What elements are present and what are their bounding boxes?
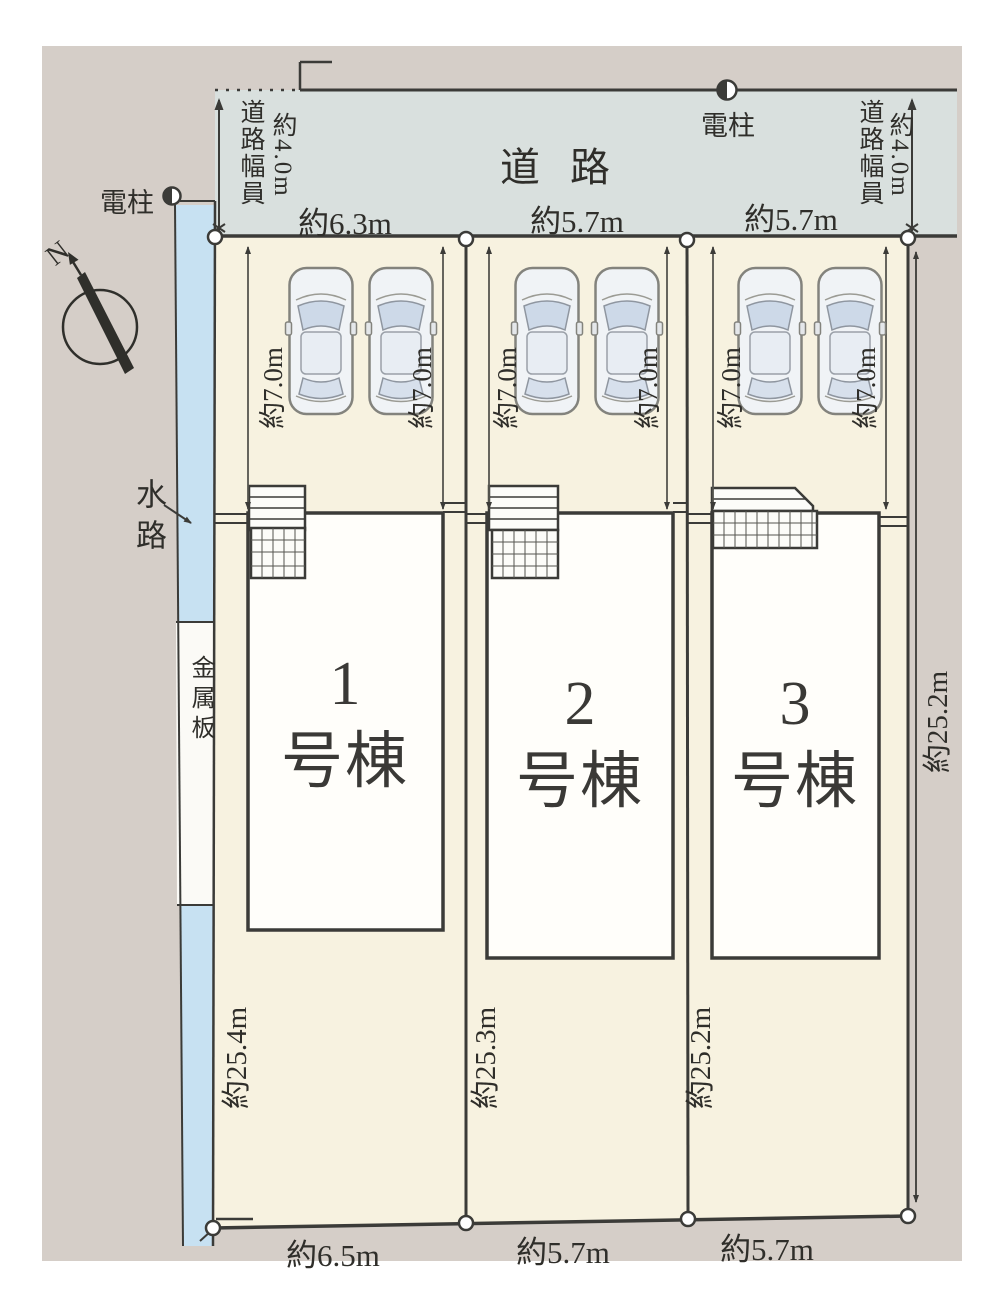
bottom-dimension-3: 約5.7m xyxy=(720,1232,814,1267)
parking-depth-label: 約7.0m xyxy=(407,347,437,429)
building-1-number: 1 xyxy=(329,650,361,718)
top-dimension-2: 約5.7m xyxy=(530,204,624,239)
car-icon xyxy=(510,266,584,416)
utility-pole-label-left: 電柱 xyxy=(100,188,154,218)
building-1-porch xyxy=(247,484,307,580)
parking-depth-label: 約7.0m xyxy=(716,347,746,429)
road-area xyxy=(215,90,957,236)
road-width-value-right: 約4.0m xyxy=(886,112,913,198)
building-2 xyxy=(485,511,675,960)
bottom-dimension-2: 約5.7m xyxy=(516,1235,610,1270)
lot-divider-2-3 xyxy=(685,235,690,1221)
road-width-label-left: 道路幅員 xyxy=(237,99,264,207)
building-1 xyxy=(246,511,445,932)
parking-depth-label: 約7.0m xyxy=(633,347,663,429)
building-3 xyxy=(710,511,881,960)
car-icon xyxy=(284,266,358,416)
fence-connectors xyxy=(215,502,908,527)
metal-plate-label: 金属板 xyxy=(187,655,213,745)
left-dimension-3: 約25.2m xyxy=(685,1006,717,1110)
parking-depth-label: 約7.0m xyxy=(492,347,522,429)
right-dimension: 約25.2m xyxy=(922,670,954,774)
building-2-number: 2 xyxy=(564,670,596,738)
road-label: 道路 xyxy=(500,145,640,190)
parking-depth-label: 約7.0m xyxy=(851,347,881,429)
building-3-suffix: 号棟 xyxy=(730,748,860,816)
left-dimension-1: 約25.4m xyxy=(221,1006,253,1110)
top-dimension-3: 約5.7m xyxy=(744,202,838,237)
building-1-label: 1 号棟 xyxy=(281,645,409,801)
lot-bottom-line xyxy=(212,1214,909,1230)
lot-left-line xyxy=(211,200,217,1247)
building-2-label: 2 号棟 xyxy=(516,665,644,821)
building-3-porch xyxy=(710,486,819,550)
bottom-dimension-1: 約6.5m xyxy=(286,1238,380,1273)
building-3-number: 3 xyxy=(779,670,811,738)
top-dimension-1: 約6.3m xyxy=(298,206,392,241)
building-1-suffix: 号棟 xyxy=(280,728,410,796)
building-2-suffix: 号棟 xyxy=(515,748,645,816)
road-width-label-right: 道路幅員 xyxy=(856,99,883,207)
building-3-label: 3 号棟 xyxy=(731,665,859,821)
parking-depth-arrows xyxy=(245,246,889,510)
compass-icon xyxy=(61,252,139,374)
building-2-porch xyxy=(487,484,560,580)
metal-plate-area xyxy=(176,622,215,905)
waterway-arrow xyxy=(163,504,192,524)
waterway-left-line xyxy=(174,204,184,1247)
utility-pole-label-top: 電柱 xyxy=(701,111,755,141)
road-width-value-left: 約4.0m xyxy=(269,112,296,198)
left-dimension-2: 約25.3m xyxy=(470,1006,502,1110)
parking-depth-label: 約7.0m xyxy=(258,347,288,429)
waterway-label: 水路 xyxy=(131,478,166,560)
boundary-corner-markers xyxy=(204,228,917,1237)
